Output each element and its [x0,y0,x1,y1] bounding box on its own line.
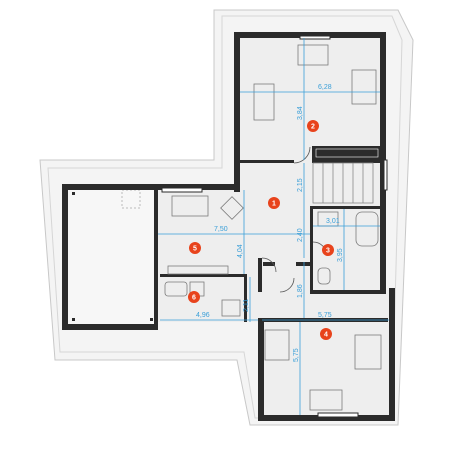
wall-bottom [258,415,395,421]
door-room4 [279,277,295,293]
dim-label: 3,95 [337,248,344,262]
wall-room6-right [244,274,247,322]
dim-label: 5,75 [293,348,300,362]
shower [355,211,379,247]
room-badge-1: 1 [268,197,280,209]
wall-bath-bottom [310,290,386,294]
corner-marker [72,192,75,195]
dim-label: 6,28 [318,84,332,91]
windows [161,35,388,418]
window [299,35,331,40]
counter-room5 [167,265,229,275]
wall-bath-left [310,206,313,292]
badge-circle [189,242,201,254]
dim-label: 2,11 [243,299,250,312]
bed-room4 [354,334,382,370]
furniture [164,44,382,411]
room-number: 3 [326,248,330,255]
room-badge-2: 2 [307,120,319,132]
wall-left-upper [234,32,240,192]
badge-circle [322,244,334,256]
roof-inner-line [47,15,403,419]
dim-label: 3,01 [326,218,340,225]
dimension-lines [158,38,389,415]
room-badges: 1 2 3 4 5 6 [188,120,334,340]
wall-room6-top [160,274,246,277]
room-number: 5 [193,246,197,253]
wall-left-lower [258,318,264,421]
wall-room2-bottom-right [312,160,382,163]
corner-marker [72,318,75,321]
room-badge-5: 5 [189,242,201,254]
wall-attic-right [154,190,158,326]
wall-stub-2 [296,262,310,266]
dim-label: 1,86 [297,284,304,298]
wall-hall-left [258,258,262,292]
toilet [317,267,331,285]
wall-stub-1 [263,262,275,266]
badge-circle [307,120,319,132]
attic-space [70,190,155,325]
markers [72,192,153,321]
dim-label: 7,50 [214,226,228,233]
chest-room6 [221,299,241,317]
window [317,412,359,418]
wall-attic-left [62,184,68,330]
wardrobe [312,146,382,160]
room-badge-3: 3 [322,244,334,256]
dim-label: 4,96 [196,312,210,319]
sofa-room4 [264,329,290,361]
desk-room2 [297,44,329,66]
room-number: 1 [272,201,276,208]
room-number: 4 [324,332,328,339]
room-badge-6: 6 [188,291,200,303]
stairs [312,162,374,204]
dim-label: 4,04 [237,244,244,258]
window [383,159,388,191]
dim-label: 2,40 [297,228,304,242]
wall-top [234,32,386,38]
wall-right-upper [380,32,386,294]
door-room2 [293,146,311,164]
badge-circle [268,197,280,209]
wall-attic-bottom [62,324,158,330]
window [161,187,203,193]
wall-right-lower [389,288,395,420]
bathtub-room6 [164,281,188,297]
desk-room4 [309,389,343,411]
chair-room5 [220,196,244,220]
bed-room2 [351,69,377,105]
wardrobe-doors [315,148,379,158]
room-number: 2 [311,124,315,131]
room-number: 6 [192,295,196,302]
sofa-room2 [253,83,275,121]
wall-room2-bottom [240,160,294,163]
dim-label: 3,84 [297,106,304,120]
dim-label: 2,15 [297,178,304,192]
dim-label: 5,75 [318,312,332,319]
desk-room5 [171,195,209,217]
wall-attic-top [62,184,240,190]
corner-marker [150,318,153,321]
room-badge-4: 4 [320,328,332,340]
badge-circle [188,291,200,303]
badge-circle [320,328,332,340]
wall-bath-top [310,206,380,209]
wardrobe-room2 [312,146,382,160]
dimension-labels: 6,28 3,84 2,15 2,40 7,50 4,04 3,01 3,95 … [196,84,344,362]
door-room5 [261,257,277,273]
